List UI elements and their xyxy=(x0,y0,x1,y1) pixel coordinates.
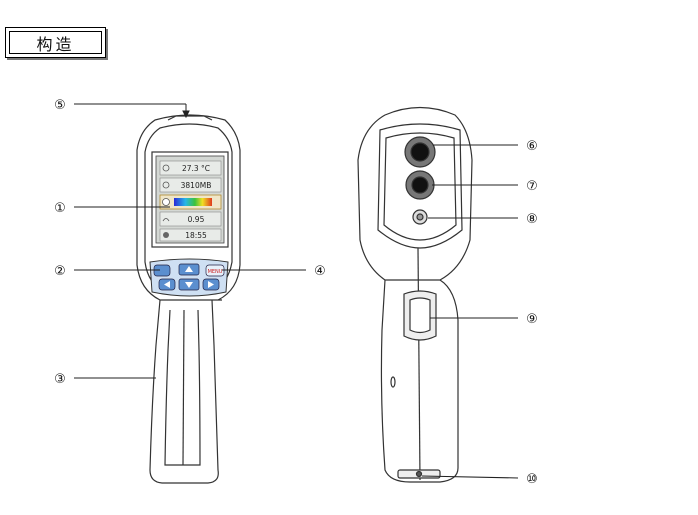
menu-button-label: MENU xyxy=(208,269,223,275)
keypad: MENU xyxy=(149,258,229,297)
callout-8: ⑧ xyxy=(526,212,538,227)
callout-numbers: ⑤ ① ② ③ ④ ⑥ ⑦ ⑧ ⑨ ⑩ xyxy=(54,98,538,487)
callout-9: ⑨ xyxy=(526,312,538,327)
callout-4: ④ xyxy=(314,264,326,279)
section-title-box: 构造 xyxy=(5,27,106,58)
color-palette-bar xyxy=(174,198,212,206)
storage-icon xyxy=(162,181,170,189)
callout-10: ⑩ xyxy=(526,472,538,487)
callout-3: ③ xyxy=(54,372,66,387)
emissivity-icon xyxy=(162,218,170,222)
front-head-outline xyxy=(136,114,241,301)
back-lens-panel xyxy=(377,123,463,249)
back-head-outline xyxy=(357,106,473,281)
screen-time: 18:55 xyxy=(185,231,207,240)
screen: 27.3 °C 3810MB 0.95 18:55 xyxy=(151,151,229,248)
clock-icon xyxy=(163,232,169,238)
screen-emissivity: 0.95 xyxy=(188,215,205,224)
front-top-edge xyxy=(167,115,213,121)
callout-2: ② xyxy=(54,264,66,279)
thermometer-icon xyxy=(162,164,170,172)
front-handle-inner xyxy=(164,309,201,466)
callout-7: ⑦ xyxy=(526,179,538,194)
lenses xyxy=(404,136,436,225)
front-handle-outline xyxy=(149,299,219,484)
callout-5: ⑤ xyxy=(54,98,66,113)
back-view xyxy=(357,106,473,483)
callout-1: ① xyxy=(54,201,66,216)
screen-temperature: 27.3 °C xyxy=(182,164,210,173)
back-handle-outline xyxy=(380,279,459,483)
screen-storage: 3810MB xyxy=(181,181,212,190)
callout-leaders xyxy=(74,103,519,479)
palette-icon xyxy=(162,198,170,206)
callout-6: ⑥ xyxy=(526,139,538,154)
section-title: 构造 xyxy=(9,31,102,54)
